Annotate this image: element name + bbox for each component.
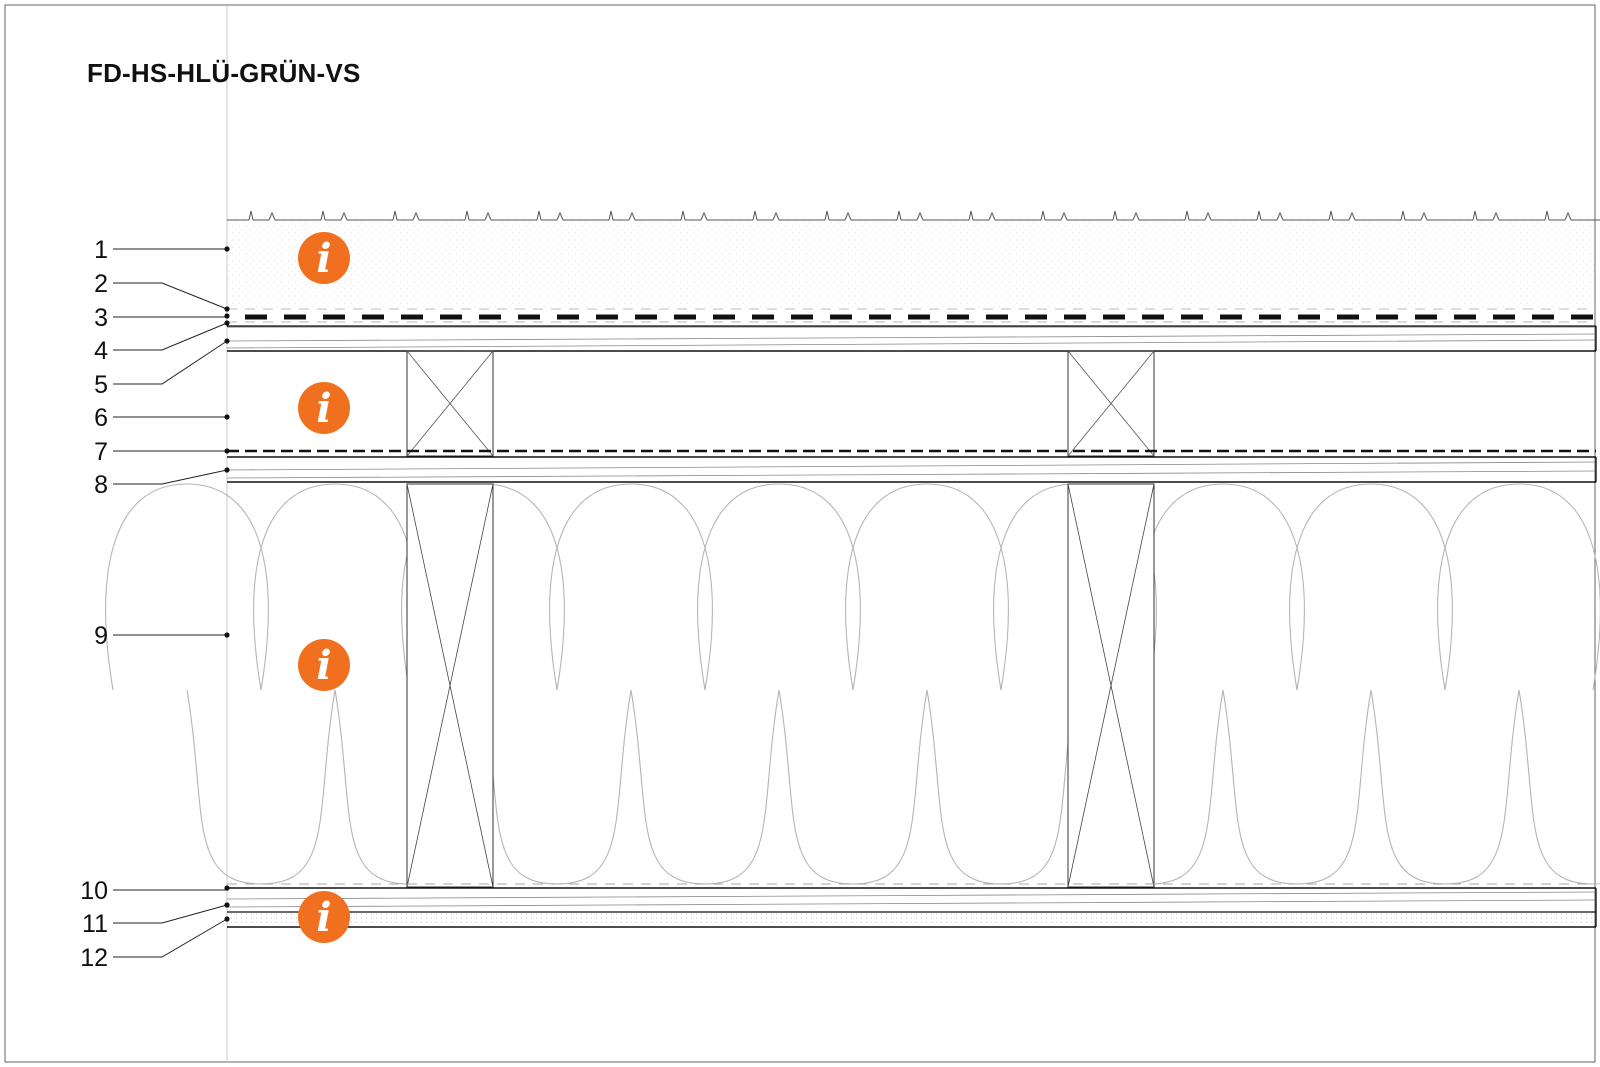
info-button-layer-9[interactable]: i (298, 639, 350, 691)
info-icon (298, 639, 350, 691)
leader-dot-8 (224, 467, 230, 473)
info-glyph: i (316, 642, 331, 689)
leader-dot-2 (224, 306, 230, 312)
info-glyph: i (316, 385, 331, 432)
leader-dot-1 (224, 246, 230, 252)
leader-dot-10 (224, 885, 230, 891)
leader-dot-12 (224, 916, 230, 922)
layers-10-12-interior (226, 887, 1597, 928)
info-button-layer-11[interactable]: i (298, 891, 350, 943)
vegetation-line (227, 210, 1600, 221)
layer-6-ventilation-battens (406, 350, 1155, 457)
info-buttons: i i i i (298, 232, 350, 943)
layer-9-insulation (105, 483, 1600, 888)
leader-dot-11 (224, 902, 230, 908)
layer-leader-lines (113, 246, 230, 958)
leader-dot-6 (224, 414, 230, 420)
info-button-layer-1[interactable]: i (298, 232, 350, 284)
leader-line-4 (113, 322, 228, 351)
info-glyph: i (316, 235, 331, 282)
layer-label-7: 7 (94, 438, 108, 466)
leader-dot-9 (224, 632, 230, 638)
info-icon (298, 232, 350, 284)
leader-line-12 (113, 918, 228, 958)
layer-8-board (226, 456, 1597, 483)
layer-label-3: 3 (94, 304, 108, 332)
leader-line-2 (113, 282, 228, 310)
layer-label-10: 10 (80, 877, 108, 905)
layer-label-5: 5 (94, 371, 108, 399)
drawing-border (4, 4, 1596, 1063)
info-button-layer-6[interactable]: i (298, 382, 350, 434)
info-icon (298, 382, 350, 434)
leader-dot-7 (224, 448, 230, 454)
rafter-2 (1067, 483, 1155, 888)
layer-label-8: 8 (94, 471, 108, 499)
leader-line-11 (113, 904, 228, 924)
leader-dot-4 (224, 320, 230, 326)
info-glyph: i (316, 894, 331, 941)
layer-1-green-roof-substrate (227, 210, 1600, 310)
layer-label-9: 9 (94, 622, 108, 650)
layers-2-5-membranes-and-board (226, 314, 1597, 352)
layer-label-6: 6 (94, 404, 108, 432)
page-title: FD-HS-HLÜ-GRÜN-VS (87, 58, 361, 88)
leader-line-5 (113, 340, 228, 385)
info-icon (298, 891, 350, 943)
layer-label-4: 4 (94, 337, 108, 365)
leader-dot-3 (224, 313, 230, 319)
rafter-1 (406, 483, 494, 888)
layer-label-2: 2 (94, 270, 108, 298)
layer-label-1: 1 (94, 236, 108, 264)
layer-label-12: 12 (80, 944, 108, 972)
batten-1 (406, 350, 494, 457)
batten-2 (1067, 350, 1155, 457)
layer-label-11: 11 (82, 910, 108, 938)
insulation-wave-bottom (186, 689, 1600, 885)
leader-line-8 (113, 469, 228, 485)
leader-dot-5 (224, 338, 230, 344)
